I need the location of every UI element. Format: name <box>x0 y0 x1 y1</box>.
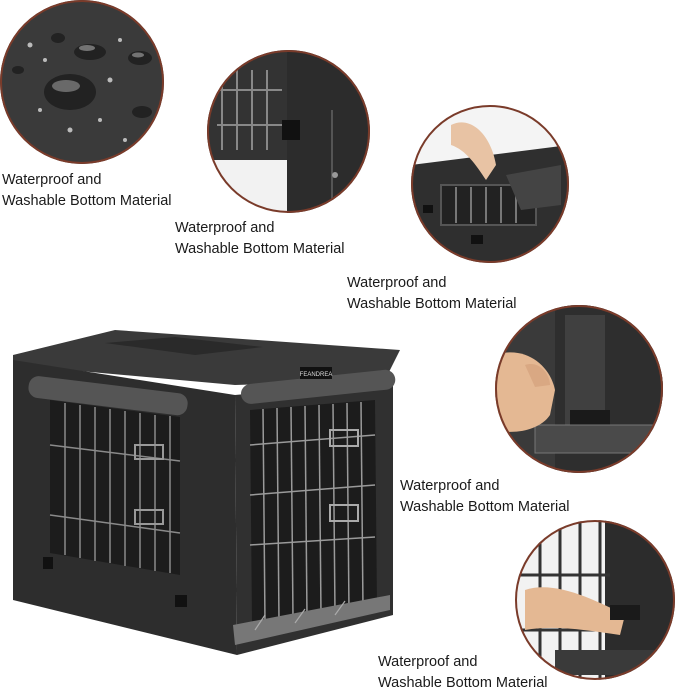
covered-dog-crate-photo: FEANDREA <box>5 325 405 665</box>
caption-2: Waterproof and Washable Bottom Material <box>175 220 345 257</box>
caption-5: Waterproof and Washable Bottom Material <box>378 654 548 691</box>
crate-corner-photo <box>207 50 370 213</box>
caption-3: Waterproof and Washable Bottom Material <box>347 275 517 312</box>
caption-4: Waterproof and Washable Bottom Material <box>400 478 570 515</box>
brand-tag: FEANDREA <box>300 372 333 378</box>
top-flap-photo <box>411 105 569 263</box>
caption-1: Waterproof and Washable Bottom Material <box>2 172 172 209</box>
side-flap-photo <box>495 305 663 473</box>
water-droplets-photo <box>0 0 164 164</box>
